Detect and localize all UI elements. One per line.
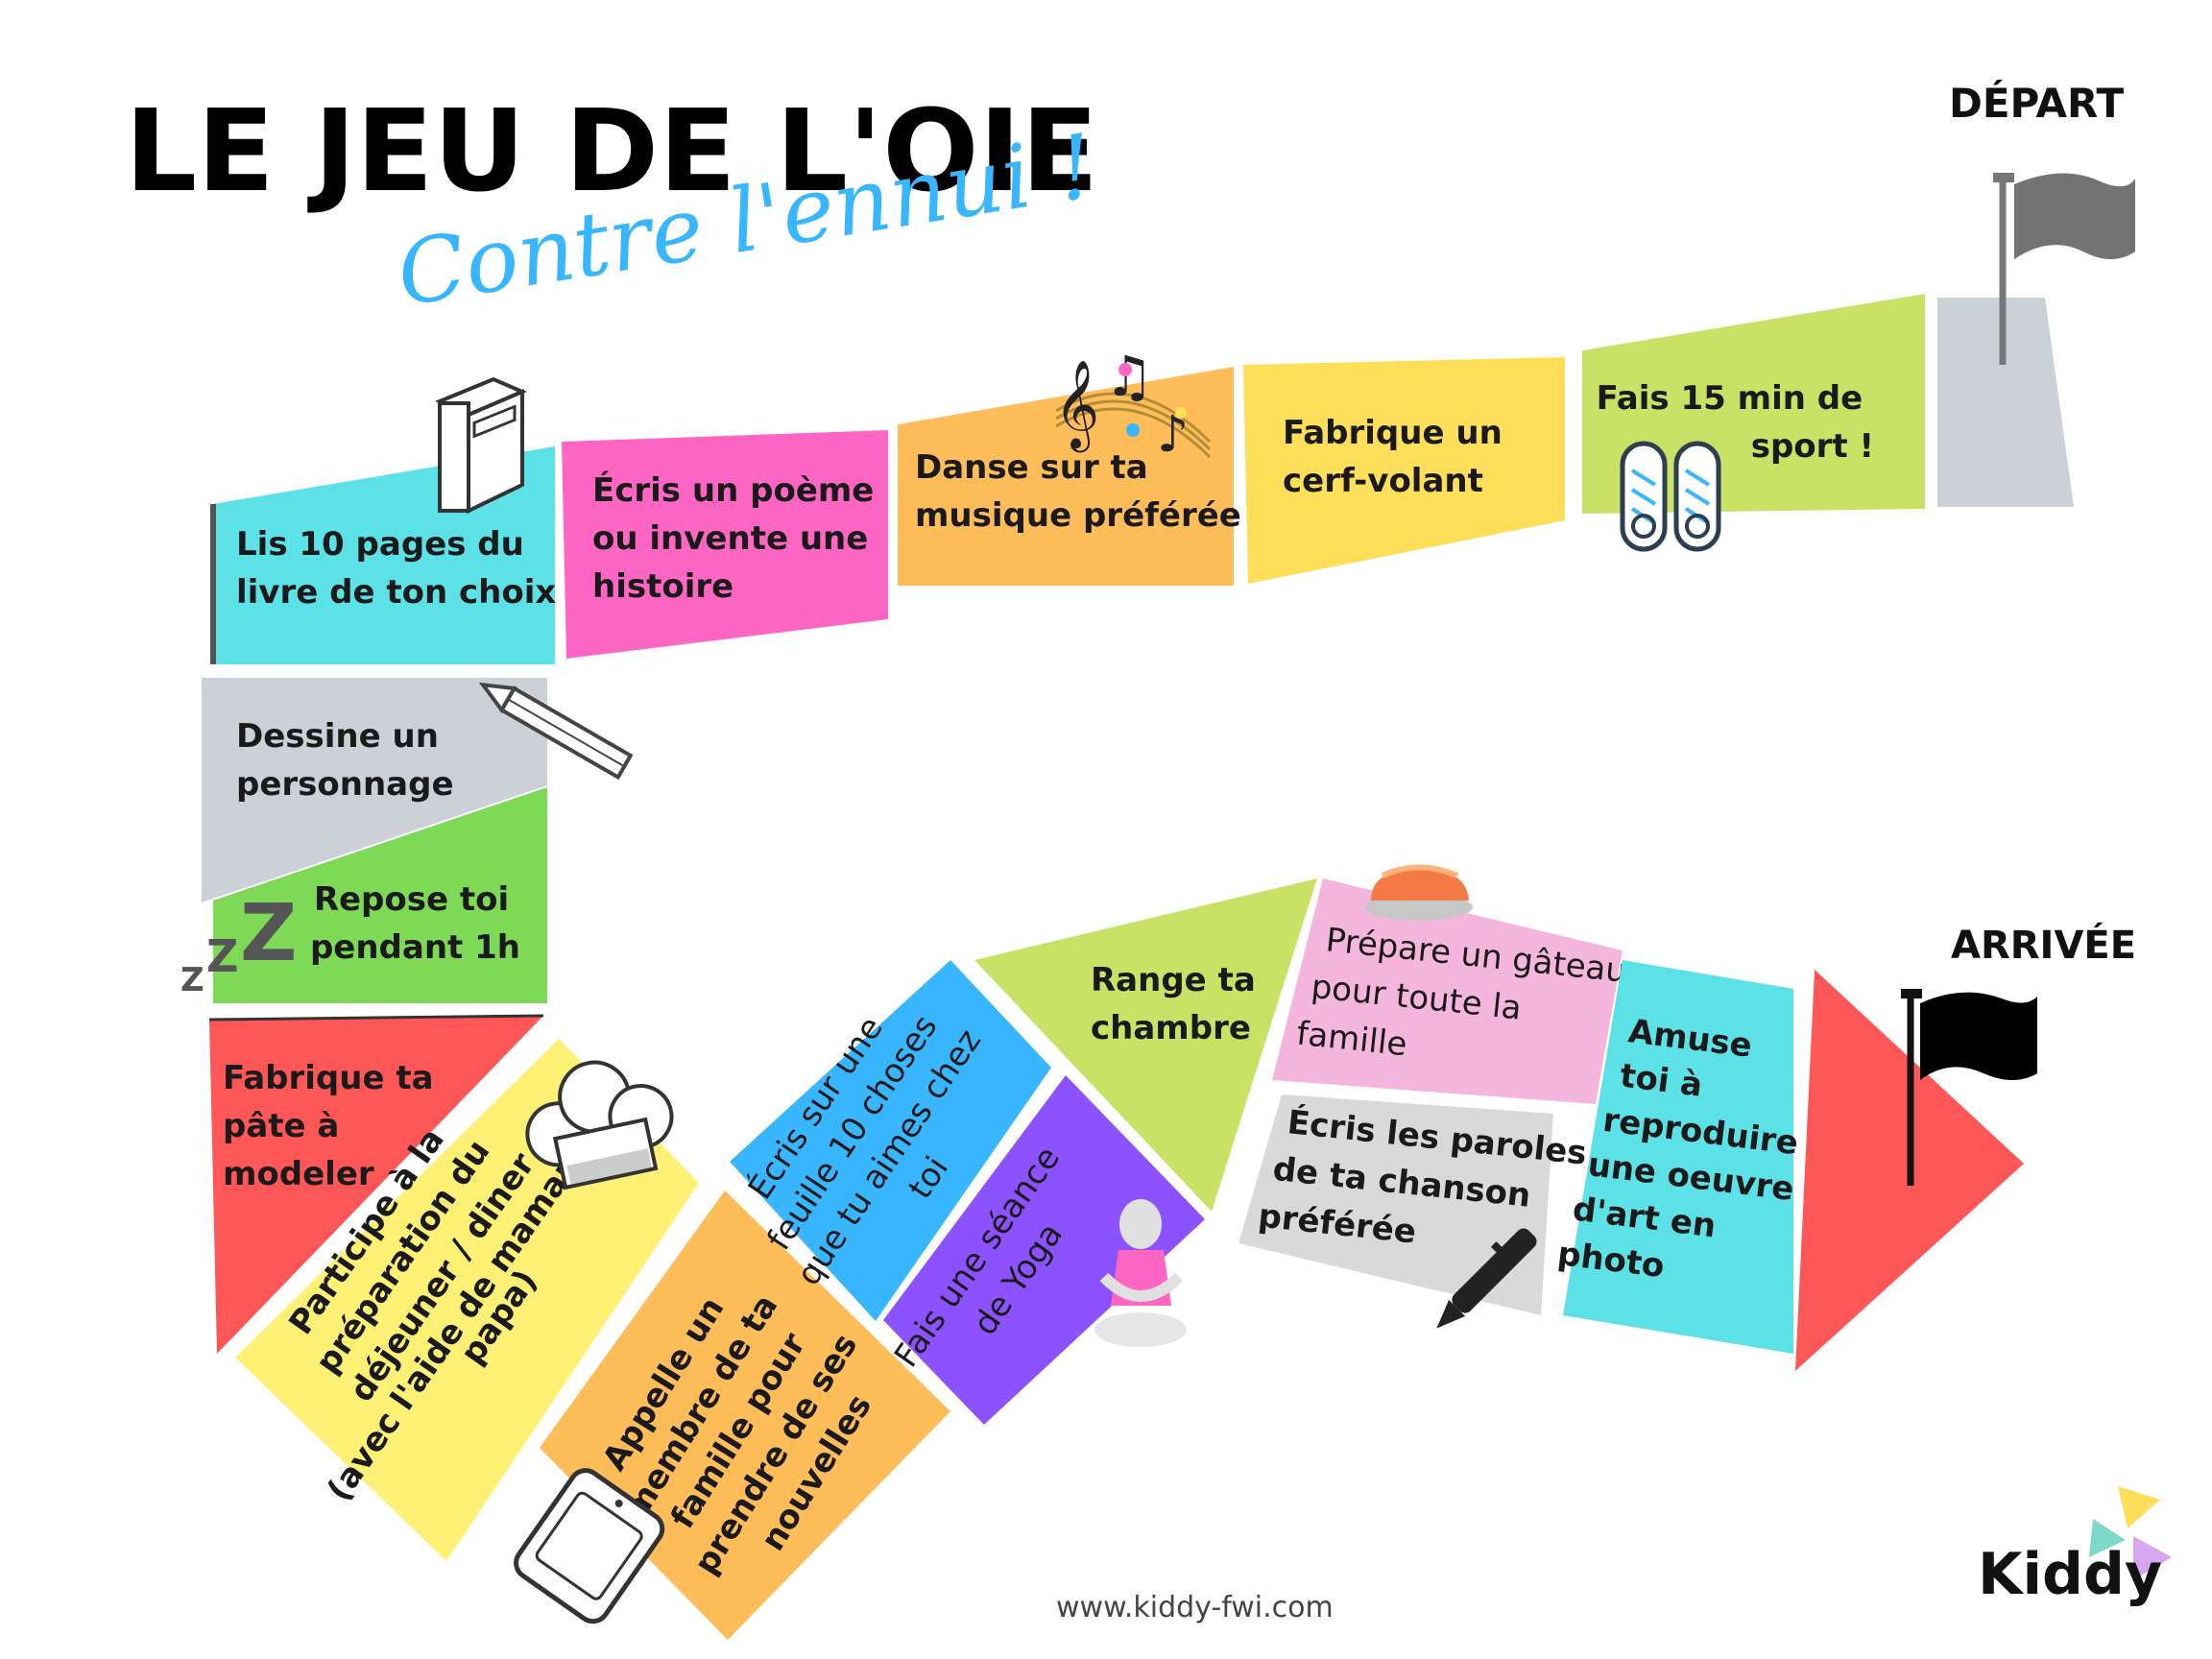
music-notes-icon: 𝄞 ♫ ♪ xyxy=(1054,344,1212,464)
square-line: Écris un poème xyxy=(592,470,874,510)
square-line: Dessine un xyxy=(236,717,439,756)
footer-url[interactable]: www.kiddy-fwi.com xyxy=(1056,1591,1334,1624)
square-dessin-text: Dessine un personnage xyxy=(236,717,454,804)
start-square[interactable] xyxy=(1937,298,2074,507)
square-line: Range ta xyxy=(1091,961,1256,999)
pencil-icon xyxy=(478,682,634,781)
square-line: Fabrique un xyxy=(1283,414,1503,452)
start-label: DÉPART xyxy=(1949,79,2124,127)
square-line: pendant 1h xyxy=(310,928,520,967)
square-cerf-text: Fabrique un cerf-volant xyxy=(1283,414,1514,500)
logo-text: Kiddy xyxy=(1978,1541,2162,1608)
square-line: Repose toi xyxy=(314,880,509,919)
square-art[interactable]: Amuse toi à reproduire une oeuvre d'art … xyxy=(1555,960,1824,1354)
end-label: ARRIVÉE xyxy=(1951,922,2136,968)
square-danse-text: Danse sur ta musique préférée xyxy=(915,448,1241,535)
pen-icon xyxy=(1436,1228,1537,1329)
square-danse[interactable]: Danse sur ta musique préférée xyxy=(898,367,1241,586)
start-flag-icon xyxy=(1993,173,2135,365)
square-paroles[interactable]: Écris les paroles de ta chanson préférée xyxy=(1238,1094,1599,1315)
book-icon xyxy=(435,376,528,515)
square-line: cerf-volant xyxy=(1283,462,1483,500)
svg-text:Z: Z xyxy=(180,961,204,999)
square-line: Danse sur ta xyxy=(915,448,1148,487)
sneakers-icon xyxy=(1620,441,1721,552)
square-sport-text: Fais 15 min de sport ! xyxy=(1597,379,1874,466)
square-line: Lis 10 pages du xyxy=(236,525,524,564)
square-dessin[interactable]: Dessine un personnage xyxy=(202,678,547,902)
square-gateau[interactable]: Prépare un gâteau pour toute la famille xyxy=(1272,878,1639,1104)
phone-icon xyxy=(514,1468,665,1624)
square-repos-text: Repose toi pendant 1h xyxy=(310,880,520,967)
yoga-icon xyxy=(1094,1199,1187,1347)
svg-text:Z: Z xyxy=(206,930,238,982)
square-repos[interactable]: Repose toi pendant 1h xyxy=(213,787,547,1003)
cake-icon xyxy=(1365,864,1473,921)
square-line: livre de ton choix xyxy=(236,573,556,612)
finish-flag-icon xyxy=(1901,989,2037,1186)
kiddy-logo: Kiddy xyxy=(1978,1486,2172,1608)
square-line: personnage xyxy=(236,765,454,804)
square-cerf[interactable]: Fabrique un cerf-volant xyxy=(1243,357,1565,584)
svg-text:Z: Z xyxy=(240,888,297,979)
square-line: modeler xyxy=(223,1155,374,1193)
square-poeme-text: Écris un poème ou invente une histoire xyxy=(592,470,885,606)
square-range[interactable]: Range ta chambre xyxy=(974,878,1317,1212)
svg-text:♫: ♫ xyxy=(1104,344,1154,409)
square-line: ou invente une xyxy=(592,519,868,558)
square-line: pâte à xyxy=(223,1107,339,1145)
square-sport[interactable]: Fais 15 min de sport ! xyxy=(1582,294,1925,514)
svg-text:𝄞: 𝄞 xyxy=(1054,359,1099,452)
square-line: sport ! xyxy=(1751,427,1874,466)
sleep-zzz-icon: Z Z Z xyxy=(180,888,297,999)
square-line: Fais 15 min de xyxy=(1597,379,1863,418)
square-line: musique préférée xyxy=(915,496,1241,535)
square-pate[interactable]: Fabrique ta pâte à modeler xyxy=(208,1014,544,1354)
game-title: LE JEU DE L'OIE xyxy=(125,84,1098,217)
square-pate-text: Fabrique ta pâte à modeler xyxy=(223,1059,445,1193)
chef-hat-icon xyxy=(525,1060,674,1190)
square-lire-text: Lis 10 pages du livre de ton choix xyxy=(236,525,556,612)
square-line: histoire xyxy=(592,567,733,606)
square-line: chambre xyxy=(1091,1009,1251,1047)
square-range-text: Range ta chambre xyxy=(1091,961,1267,1047)
square-line: Fabrique ta xyxy=(223,1059,434,1097)
square-poeme[interactable]: Écris un poème ou invente une histoire xyxy=(562,430,888,659)
